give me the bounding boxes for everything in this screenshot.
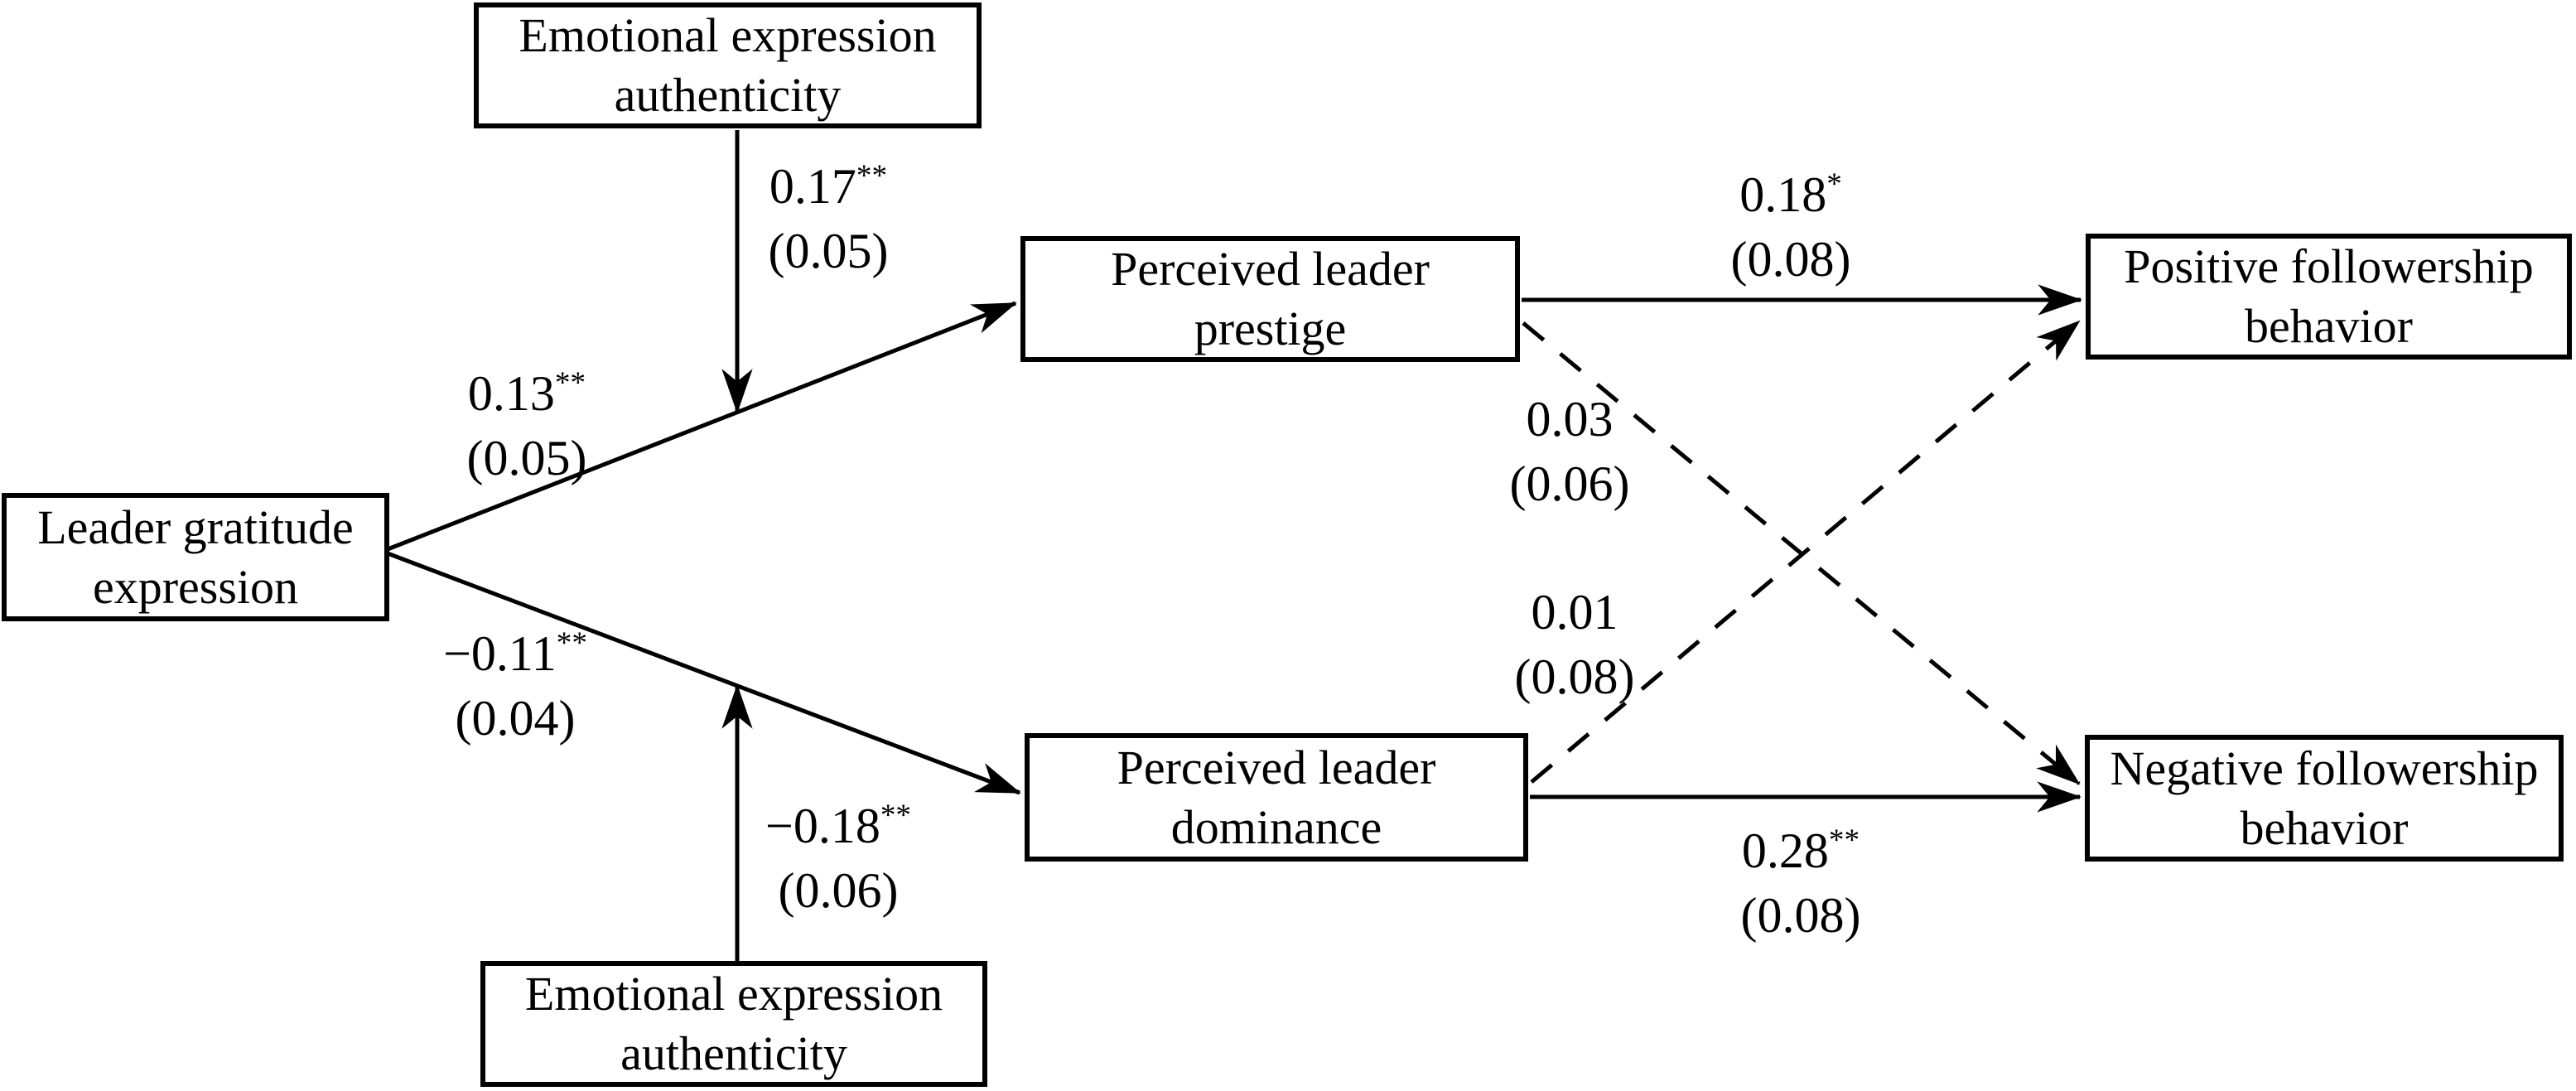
standard-error: (0.06): [1509, 456, 1630, 511]
standard-error: (0.08): [1730, 232, 1851, 287]
standard-error: (0.04): [455, 691, 576, 746]
significance-stars: **: [1828, 823, 1860, 857]
coefficient-value: 0.03: [1526, 392, 1614, 447]
node-label-line: Perceived leader: [1111, 242, 1430, 296]
significance-stars: **: [556, 626, 587, 660]
node-label-line: Emotional expression: [524, 967, 943, 1021]
coefficient-label-prestige-to-positive: 0.18* (0.08): [1731, 162, 1851, 292]
coefficient-value: 0.01: [1531, 585, 1618, 640]
node-positive-followership-behavior: Positive followership behavior: [2086, 234, 2572, 360]
coefficient-label-gratitude-to-prestige: 0.13** (0.05): [467, 361, 587, 490]
significance-stars: *: [1826, 167, 1842, 201]
node-label-line: expression: [92, 559, 299, 614]
significance-stars: **: [554, 366, 586, 400]
node-label-line: Perceived leader: [1117, 740, 1436, 794]
standard-error: (0.08): [1514, 649, 1635, 704]
node-label-line: Leader gratitude: [37, 500, 354, 554]
coefficient-value: 0.17**: [769, 159, 888, 214]
coefficient-value: −0.11**: [443, 626, 587, 681]
node-label-line: behavior: [2245, 299, 2413, 353]
node-label-line: Negative followership: [2110, 741, 2539, 795]
node-label-line: Emotional expression: [519, 8, 937, 62]
coefficient-label-gratitude-to-dominance: −0.11** (0.04): [443, 621, 587, 751]
node-label-line: behavior: [2240, 800, 2409, 855]
standard-error: (0.08): [1740, 888, 1861, 943]
node-perceived-leader-dominance: Perceived leader dominance: [1025, 733, 1528, 862]
node-label-line: dominance: [1170, 799, 1382, 854]
node-label-line: authenticity: [620, 1026, 847, 1080]
node-negative-followership-behavior: Negative followership behavior: [2085, 735, 2564, 862]
coefficient-label-authenticity-top-moderation: 0.17** (0.05): [769, 154, 889, 283]
arrow-dominance-to-positive-dashed: [1530, 320, 2081, 784]
standard-error: (0.06): [778, 863, 899, 918]
coefficient-label-dominance-to-negative: 0.28** (0.08): [1741, 818, 1861, 948]
coefficient-value: 0.13**: [467, 366, 586, 421]
coefficient-label-prestige-to-negative: 0.03 (0.06): [1510, 387, 1630, 516]
coefficient-label-dominance-to-positive: 0.01 (0.08): [1515, 580, 1635, 709]
arrow-gratitude-to-prestige: [387, 301, 1017, 552]
coefficient-value: 0.18*: [1739, 167, 1842, 222]
standard-error: (0.05): [768, 224, 889, 278]
arrow-gratitude-to-dominance: [387, 551, 1021, 795]
node-label-line: prestige: [1194, 302, 1347, 355]
significance-stars: **: [856, 159, 888, 193]
node-emotional-expression-authenticity-bottom: Emotional expression authenticity: [480, 961, 987, 1087]
node-label-line: authenticity: [614, 68, 842, 122]
significance-stars: **: [880, 799, 912, 833]
node-leader-gratitude-expression: Leader gratitude expression: [2, 493, 389, 621]
coefficient-label-authenticity-bottom-moderation: −0.18** (0.06): [765, 794, 911, 923]
coefficient-value: 0.28**: [1741, 823, 1860, 878]
standard-error: (0.05): [466, 431, 587, 485]
node-label-line: Positive followership: [2124, 239, 2534, 293]
node-emotional-expression-authenticity-top: Emotional expression authenticity: [474, 2, 982, 128]
node-perceived-leader-prestige: Perceived leader prestige: [1020, 236, 1520, 362]
coefficient-value: −0.18**: [765, 799, 912, 853]
